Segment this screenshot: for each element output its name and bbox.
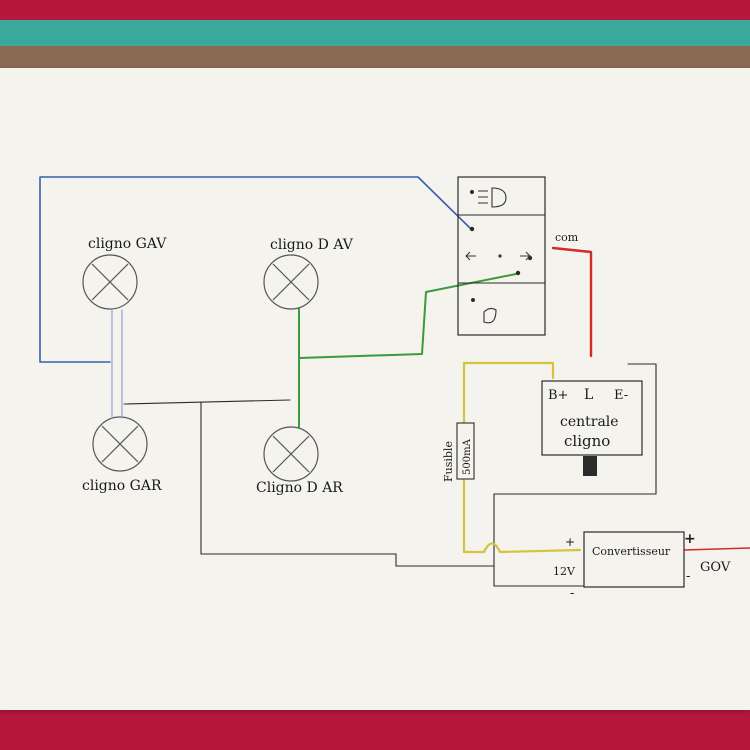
lamp-rear-right: Cligno D AR [256, 426, 343, 496]
flasher-relay: B+ L E- centrale cligno [541, 380, 643, 476]
fuse-rating: 500mA [462, 438, 473, 475]
lamp-front-left: cligno GAV [82, 236, 167, 310]
handlebar-switch: com [457, 176, 579, 336]
lamp-cross-icon [92, 416, 148, 472]
lamp-cross-icon [263, 426, 319, 482]
lamp-rear-left-label: cligno GAR [82, 478, 162, 494]
fabric-brown-band [0, 46, 750, 72]
converter-plus-out: + [684, 531, 696, 547]
headlight-icon [478, 187, 507, 208]
relay-b-plus-label: B+ [548, 388, 568, 403]
green-wire [298, 273, 517, 429]
turn-signal-arrows-icon [465, 251, 531, 261]
fuse-label: Fusible [442, 441, 455, 482]
lamp-cross-icon [82, 254, 138, 310]
lamp-rear-left: cligno GAR [82, 416, 162, 494]
black-wire-relay-ground [493, 363, 657, 587]
lamp-front-right: cligno D AV [263, 237, 354, 310]
fabric-teal-band [0, 20, 750, 48]
converter-output-label: GOV [700, 560, 731, 575]
red-wire [551, 246, 593, 358]
converter-voltage: 12V [553, 565, 576, 578]
lamp-front-left-label: cligno GAV [88, 236, 167, 252]
converter-minus-in: - [570, 586, 574, 601]
horn-icon [483, 307, 497, 324]
fabric-top-red-band [0, 0, 750, 22]
converter-minus-out: - [686, 569, 690, 584]
relay-e-minus-label: E- [614, 388, 628, 403]
converter: Convertisseur + - 12V + - GOV [553, 531, 731, 601]
fabric-bottom-red-band [0, 705, 750, 750]
fuse: Fusible 500mA [442, 422, 475, 482]
lamp-cross-icon [263, 254, 319, 310]
blue-wire-lamp-link [111, 309, 123, 419]
relay-connector [583, 456, 597, 476]
black-wire-lamps [123, 399, 495, 567]
switch-com-label: com [555, 231, 579, 244]
blue-wire [39, 176, 471, 363]
lamp-front-right-label: cligno D AV [270, 237, 354, 253]
relay-l-label: L [584, 387, 593, 403]
converter-name: Convertisseur [592, 545, 671, 558]
lamp-rear-right-label: Cligno D AR [256, 480, 343, 496]
red-output-wire [683, 547, 750, 551]
paper-sheet [0, 68, 750, 710]
converter-plus-in: + [565, 535, 575, 549]
relay-name-line2: cligno [564, 432, 610, 450]
relay-name-line1: centrale [560, 414, 619, 430]
